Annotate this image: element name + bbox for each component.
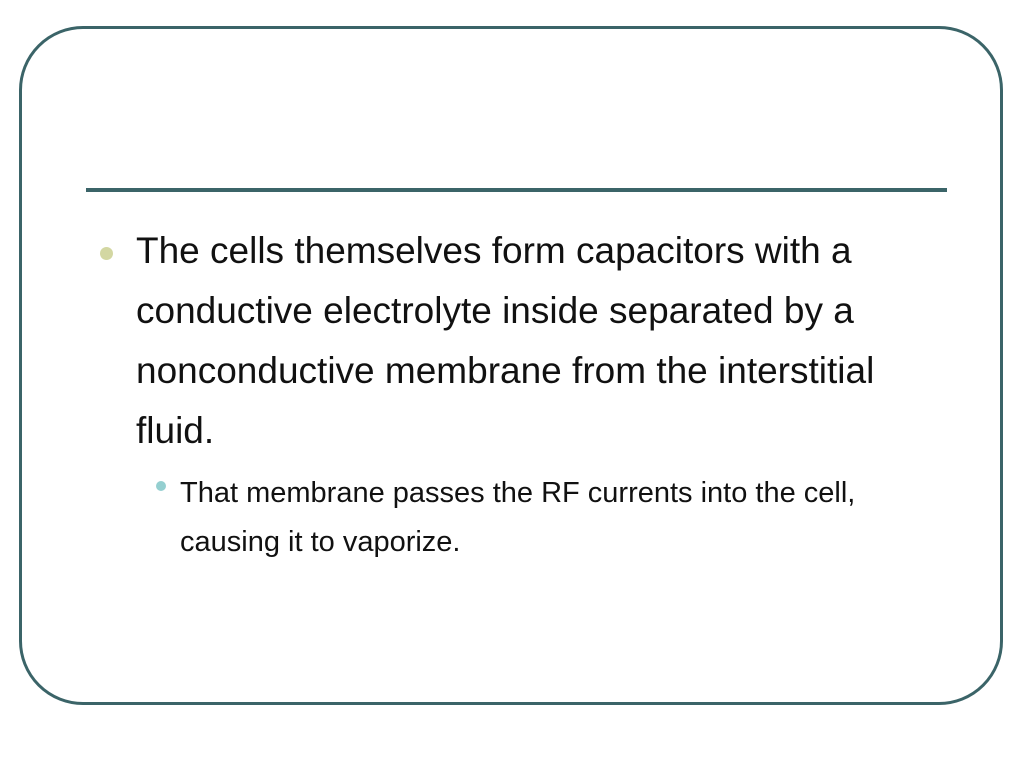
bullet-text-level1: The cells themselves form capacitors wit…: [136, 230, 875, 451]
title-divider: [86, 188, 947, 192]
slide-frame: [19, 26, 1003, 705]
bullet-text-level2: That membrane passes the RF currents int…: [180, 477, 856, 558]
bullet-marker-level1: [100, 247, 113, 260]
bullet-marker-level2: [156, 481, 166, 491]
